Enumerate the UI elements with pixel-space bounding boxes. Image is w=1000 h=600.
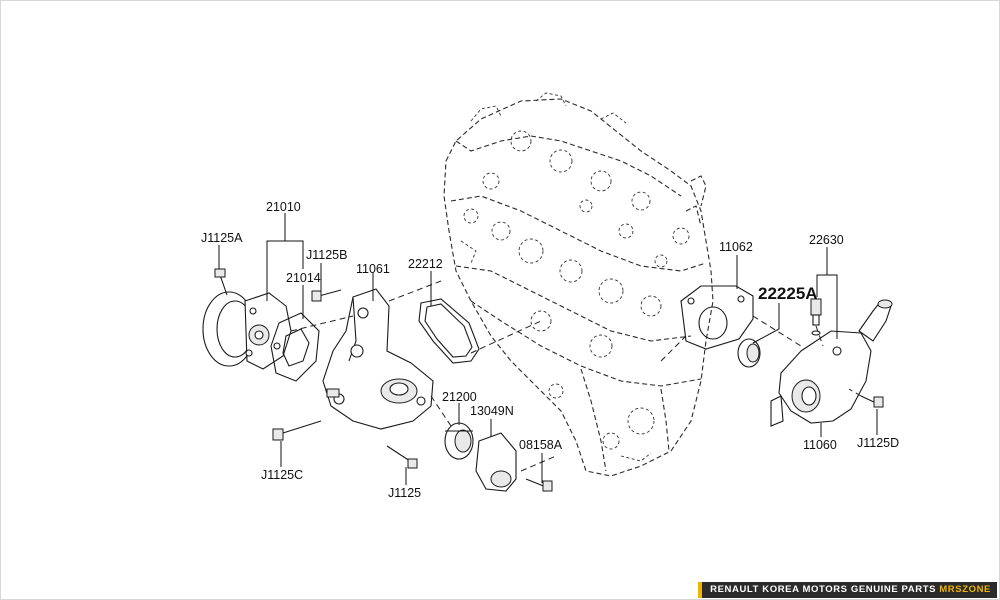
bolt-j1125d	[860, 395, 884, 408]
coolant-housing-11061	[322, 288, 434, 430]
label-22630[interactable]: 22630	[809, 233, 844, 247]
thermostat-22225a	[737, 338, 761, 368]
temperature-sensor-22630	[810, 298, 822, 336]
coolant-outlet-11060	[770, 299, 893, 427]
bolt-08158a	[525, 478, 553, 492]
label-13049n[interactable]: 13049N	[470, 404, 514, 418]
label-11060[interactable]: 11060	[803, 438, 837, 452]
part-number-labels: 21010 J1125A J1125B 21014 11061 22212 11…	[201, 200, 899, 500]
footer-brand: MRSZONE	[939, 584, 991, 595]
footer-banner: RENAULT KOREA MOTORS GENUINE PARTS MRSZO…	[698, 582, 997, 598]
water-pump-21010	[202, 291, 292, 370]
footer-text: RENAULT KOREA MOTORS GENUINE PARTS	[710, 584, 937, 595]
label-22225a-highlighted[interactable]: 22225A	[758, 284, 818, 303]
label-11061[interactable]: 11061	[356, 262, 390, 276]
label-11062[interactable]: 11062	[719, 240, 753, 254]
thermostat-cover-13049n	[475, 432, 517, 492]
assembly-alignment-lines	[290, 280, 862, 472]
engine-block-outline	[443, 92, 714, 477]
gasket-11062	[680, 285, 754, 350]
bolt-j1125a	[214, 268, 228, 296]
bolt-j1125	[386, 445, 418, 469]
gasket-22212	[418, 298, 480, 364]
label-22212[interactable]: 22212	[408, 257, 443, 271]
bolt-j1125c	[272, 420, 322, 441]
label-j1125c[interactable]: J1125C	[261, 468, 303, 482]
label-21010[interactable]: 21010	[266, 200, 301, 214]
label-j1125[interactable]: J1125	[388, 486, 421, 500]
label-j1125d[interactable]: J1125D	[857, 436, 899, 450]
label-21014[interactable]: 21014	[286, 271, 321, 285]
thermostat-21200	[444, 422, 474, 460]
label-j1125a[interactable]: J1125A	[201, 231, 243, 245]
label-j1125b[interactable]: J1125B	[306, 248, 347, 262]
callout-leader-lines	[218, 213, 878, 485]
bolt-j1125b	[311, 289, 342, 302]
label-21200[interactable]: 21200	[442, 390, 477, 404]
label-08158a[interactable]: 08158A	[519, 438, 563, 452]
